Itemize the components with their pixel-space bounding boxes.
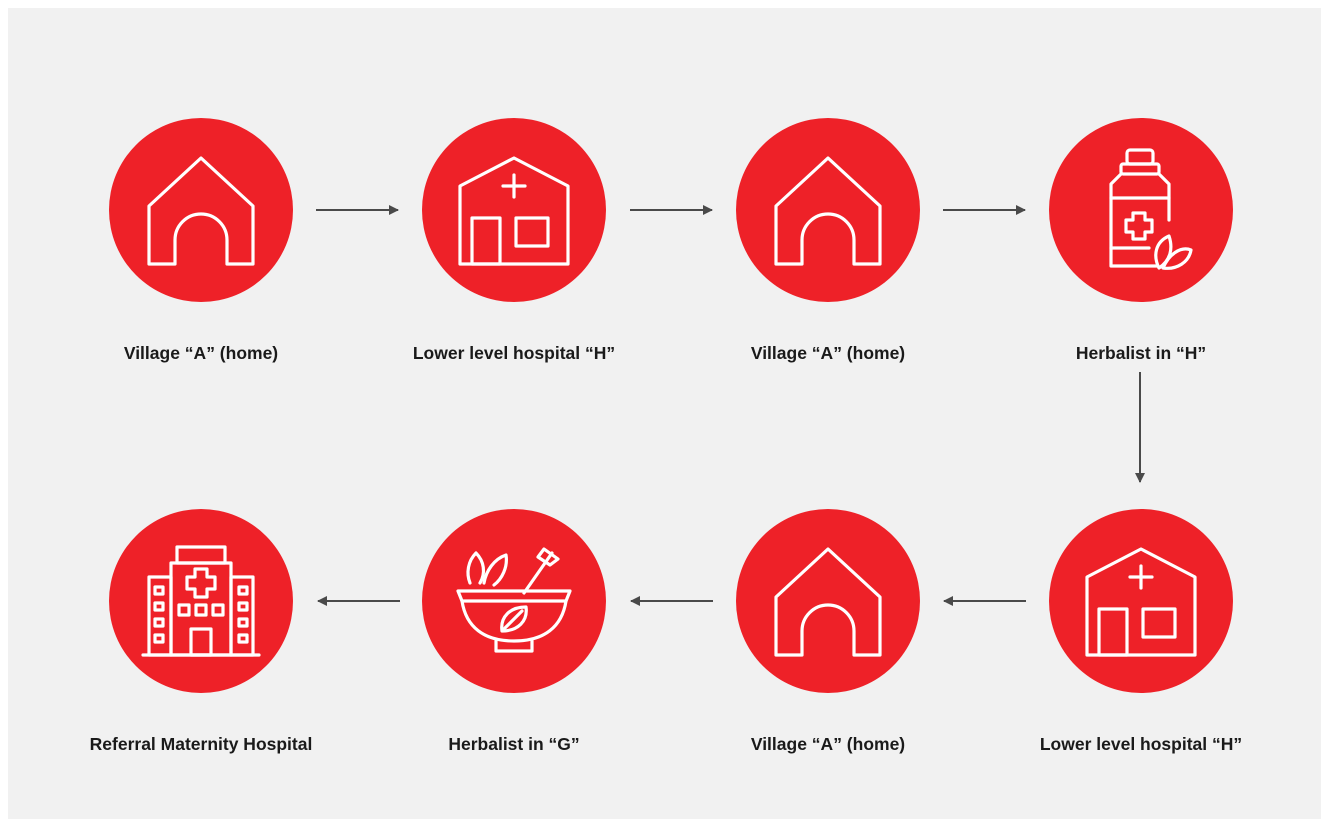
step-circle: [736, 509, 920, 693]
step-label: Herbalist in “H”: [1075, 343, 1207, 363]
step-label: Herbalist in “G”: [448, 734, 580, 754]
step-label: Referral Maternity Hospital: [89, 734, 313, 754]
mortar-pestle-icon: [456, 547, 572, 653]
medicine-bottle-icon: [1109, 148, 1193, 270]
step-label: Village “A” (home): [750, 734, 906, 754]
house-icon: [147, 156, 255, 266]
hospital-building-icon: [141, 545, 261, 657]
step-label: Lower level hospital “H”: [1039, 734, 1243, 754]
step-circle: [109, 509, 293, 693]
step-label: Lower level hospital “H”: [412, 343, 616, 363]
step-label: Village “A” (home): [750, 343, 906, 363]
step-label: Village “A” (home): [123, 343, 279, 363]
house-icon: [774, 156, 882, 266]
step-circle: [736, 118, 920, 302]
step-circle: [422, 509, 606, 693]
clinic-icon: [1085, 547, 1197, 657]
step-circle: [109, 118, 293, 302]
step-circle: [422, 118, 606, 302]
step-circle: [1049, 118, 1233, 302]
step-circle: [1049, 509, 1233, 693]
house-icon: [774, 547, 882, 657]
clinic-icon: [458, 156, 570, 266]
